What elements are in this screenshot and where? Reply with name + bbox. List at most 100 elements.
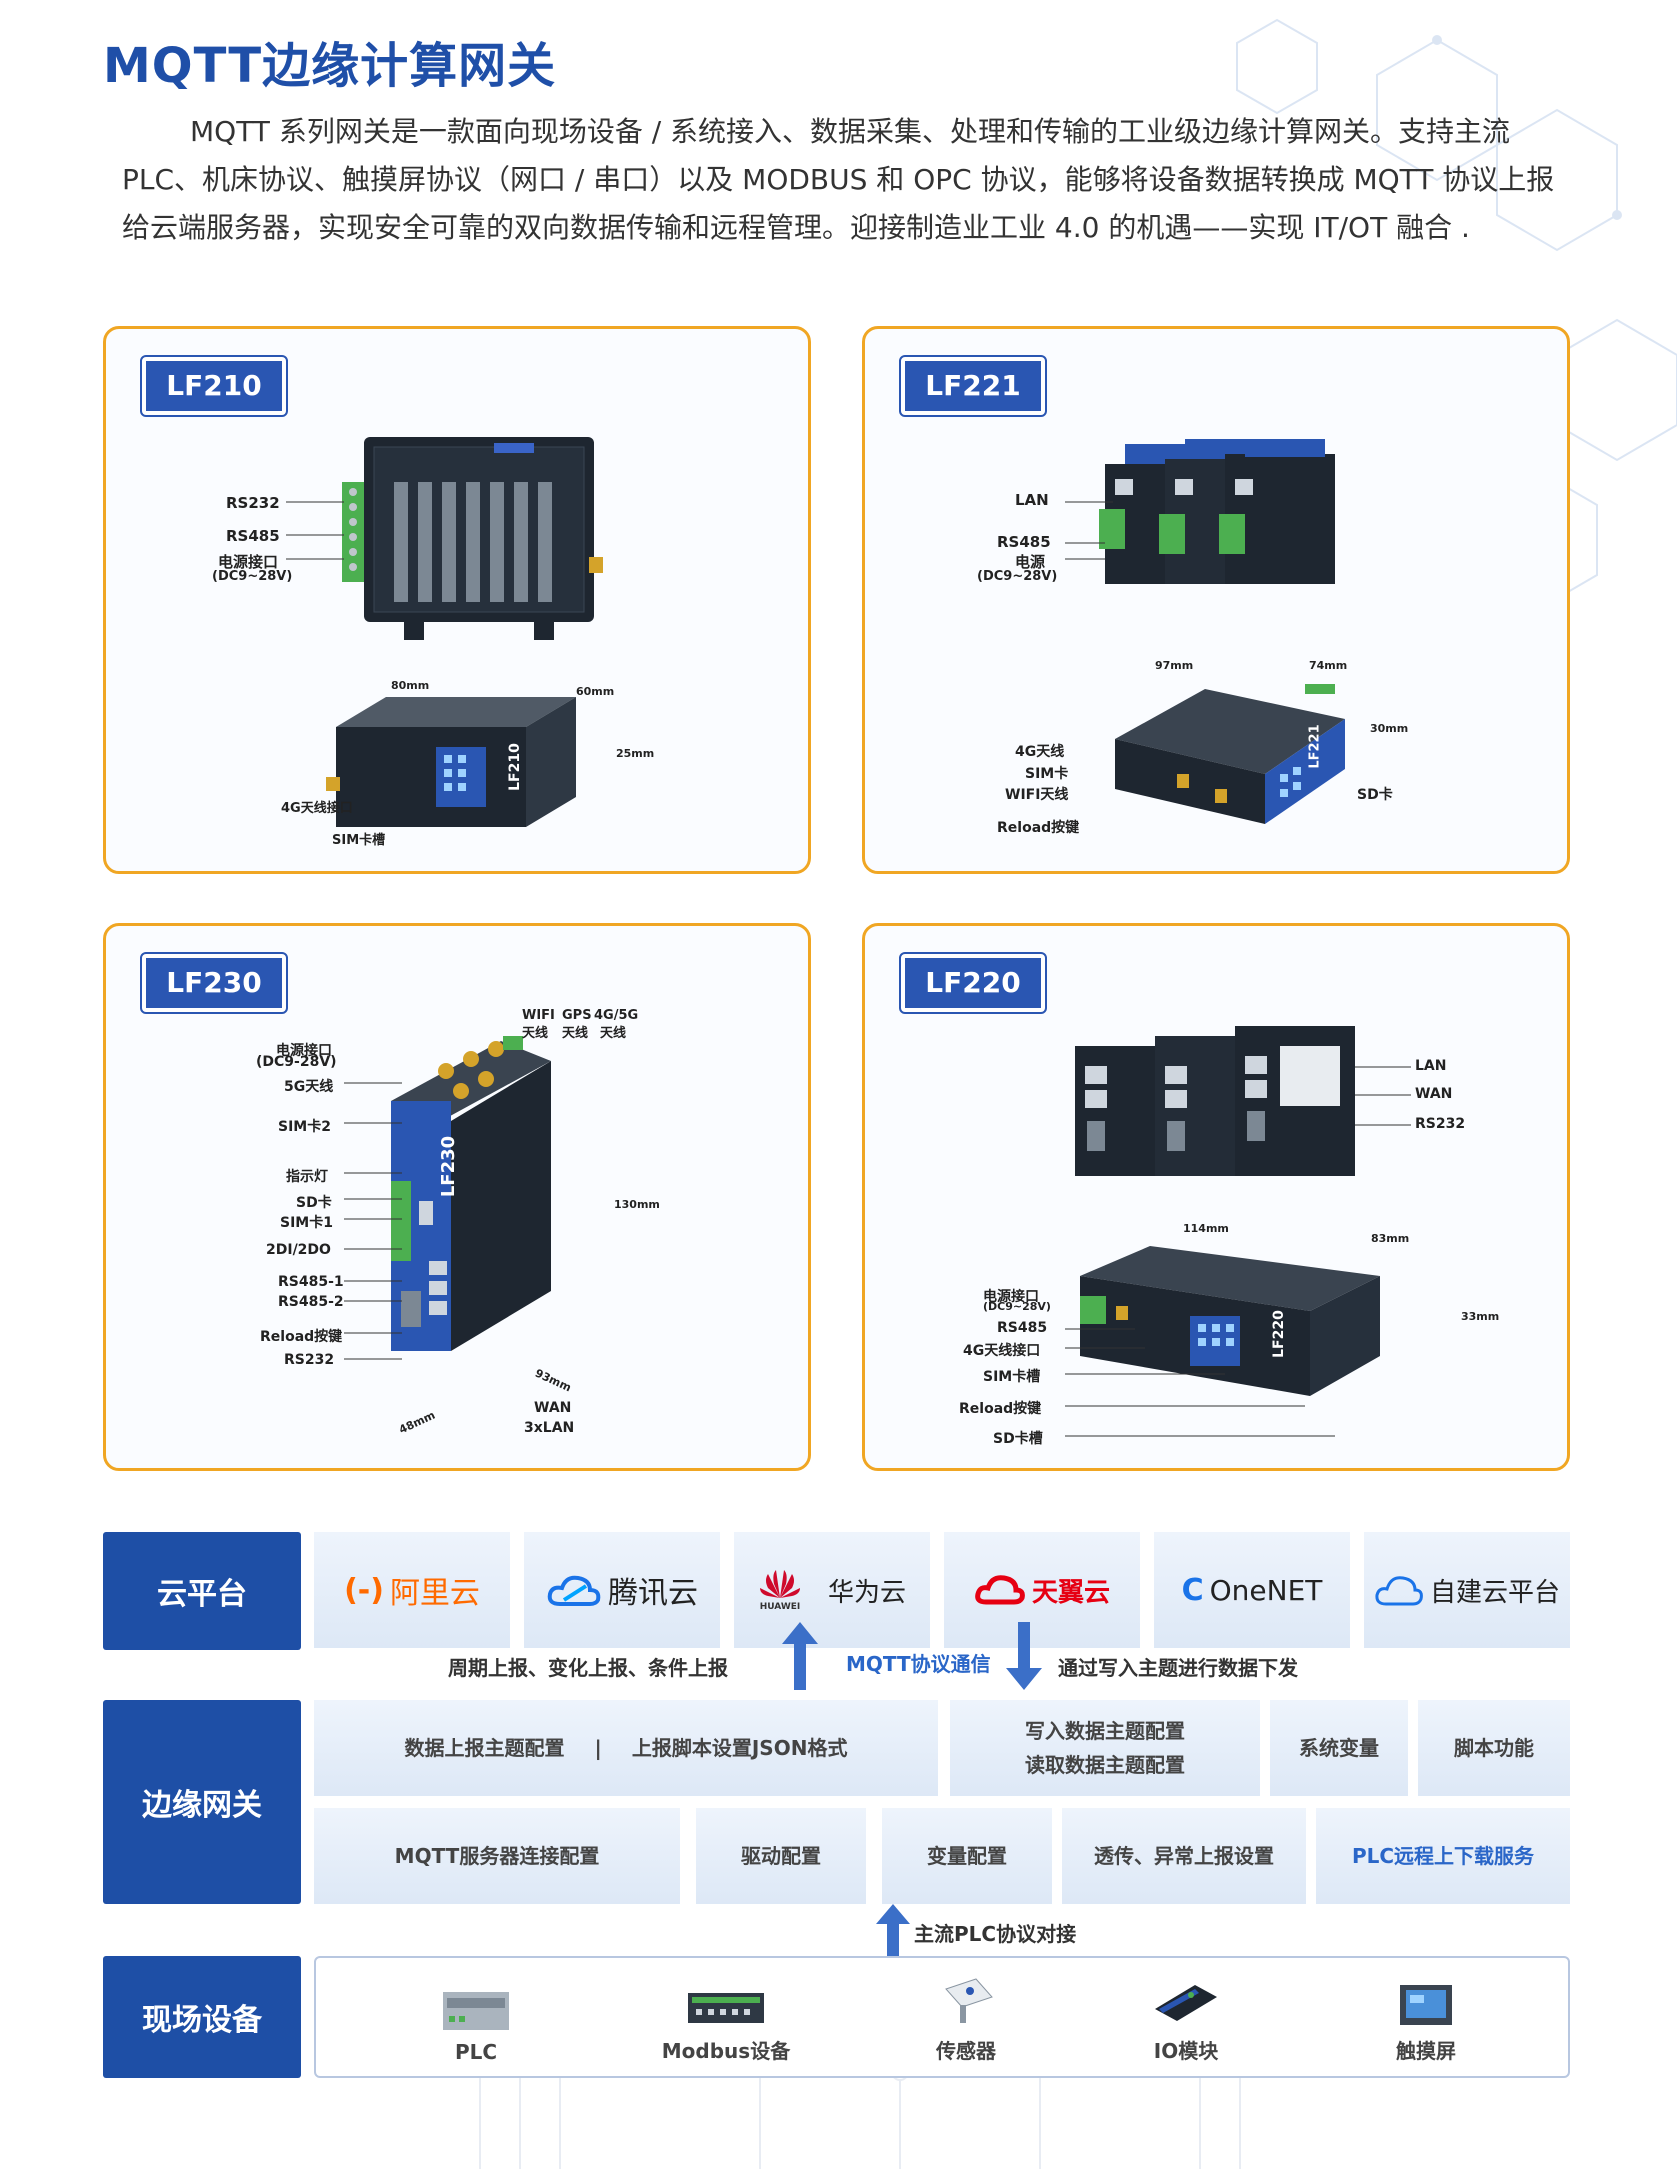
field-io-module: IO模块 [1116,1958,1256,2076]
field-label: IO模块 [1153,2039,1219,2063]
system-variable: 系统变量 [1270,1700,1408,1796]
cloud-name: 自建云平台 [1429,1577,1560,1608]
cloud-name: 天翼云 [1031,1577,1110,1608]
model-tag: LF220 [899,952,1047,1014]
label-power-range: (DC9~28V) [977,569,1058,584]
lf210-iso-image [326,697,576,827]
label-4g5g: 4G/5G [594,1008,639,1023]
cloud-icon [1375,1576,1423,1606]
cloud-aliyun: (-) 阿里云 [314,1532,510,1648]
card-lf230: LF230 LF230 WIFI 天线 GPS 天线 4G/5G 天线 电源接口… [103,923,811,1471]
dim-width: 48mm [397,1408,438,1437]
page-title: MQTT边缘计算网关 [103,38,557,94]
lf220-leader-lines-right [1355,1066,1411,1126]
plc-remote-service: PLC远程上下载服务 [1316,1808,1570,1904]
label-gps-2: 天线 [562,1026,589,1041]
report-topic-label: 数据上报主题配置 [404,1736,565,1760]
label-wifi: WIFI [522,1008,555,1023]
flow-mqtt-text: MQTT协议通信 [846,1652,991,1676]
field-label: PLC [454,2040,498,2064]
label-lan: LAN [1015,491,1049,509]
cloud-name: 华为云 [827,1577,906,1608]
label-wifi-2: 天线 [522,1026,549,1041]
cloud-name: 阿里云 [389,1576,480,1611]
plc-protocol-text: 主流PLC协议对接 [914,1922,1077,1946]
device-print-lf230: LF230 [438,1135,460,1198]
script-function: 脚本功能 [1418,1700,1570,1796]
cloud-tianyi: 天翼云 [944,1532,1140,1648]
variable-config: 变量配置 [882,1808,1052,1904]
card-lf220: LF220 LAN WAN RS232 LF220 114mm 83mm 33m… [862,923,1570,1471]
label-power-range: (DC9~28V) [212,569,293,584]
label-gps: GPS [562,1008,592,1023]
card-lf221: LF221 LAN RS485 电源 (DC9~28V) LF221 97mm … [862,326,1570,874]
edge-gateway-head: 边缘网关 [103,1700,301,1904]
intro-paragraph: MQTT 系列网关是一款面向现场设备 / 系统接入、数据采集、处理和传输的工业级… [122,115,1555,244]
label-sim: SIM卡 [1025,766,1069,782]
label-wan: WAN [1415,1086,1453,1102]
label-lan: LAN [1415,1058,1447,1074]
label-rs485: RS485 [226,527,280,545]
lf230-leader-lines [344,1082,402,1360]
lf220-front-image [1075,1026,1355,1176]
field-label: Modbus设备 [661,2039,791,2063]
cloud-onenet: C OneNET [1154,1532,1350,1648]
label-reload: Reload按键 [260,1329,343,1345]
label-reload: Reload按键 [959,1401,1042,1417]
label-sim-slot: SIM卡槽 [983,1369,1041,1385]
label-power: 电源接口 [276,1043,332,1059]
label-rs485-1: RS485-1 [278,1274,344,1290]
dim-height: 30mm [1370,722,1409,735]
label-power: 电源接口 [983,1289,1039,1305]
report-topic-config: 数据上报主题配置 | 上报脚本设置JSON格式 [314,1700,938,1796]
label-4g-antenna: 4G天线 [1015,744,1065,760]
field-devices-panel: PLC Modbus设备 传感器 IO模块 触摸屏 [314,1956,1570,2078]
plc-icon [443,1992,509,2030]
label-sim-slot: SIM卡槽 [332,833,386,848]
label-sim2: SIM卡2 [278,1119,331,1135]
label-lan: 3xLAN [524,1420,575,1436]
separator: | [594,1736,602,1760]
field-label: 传感器 [936,2039,996,2063]
lf221-front-image [1099,439,1335,584]
label-power: 电源接口 [218,553,279,571]
aliyun-icon: (-) [344,1572,384,1608]
field-touchscreen: 触摸屏 [1356,1958,1496,2076]
model-tag: LF221 [899,355,1047,417]
lf221-leader-lines [1065,501,1113,560]
label-rs485: RS485 [997,533,1051,551]
arrow-down-icon [1006,1622,1042,1690]
label-rs232: RS232 [284,1352,335,1368]
cloud-self-built: 自建云平台 [1364,1532,1570,1648]
label-5g-antenna: 5G天线 [284,1079,334,1095]
dim-width: 80mm [391,679,430,692]
model-tag: LF210 [140,355,288,417]
card-lf210: LF210 RS232 RS485 电源接口 (DC9~28V) LF210 8… [103,326,811,874]
label-power-range: (DC9~28V) [983,1300,1051,1313]
lf221-iso-image [1115,684,1345,824]
label-power: 电源 [1015,553,1046,571]
field-devices-head: 现场设备 [103,1956,301,2078]
tianyi-cloud-icon [975,1575,1025,1605]
write-topic-label: 写入数据主题配置 [1025,1719,1185,1743]
flow-download-text: 通过写入主题进行数据下发 [1058,1656,1298,1680]
driver-config: 驱动配置 [696,1808,866,1904]
onenet-icon: C [1181,1572,1204,1608]
cloud-tencent: 腾讯云 [524,1532,720,1648]
label-reload: Reload按键 [997,820,1080,836]
field-sensor: 传感器 [896,1958,1036,2076]
json-script-label: 上报脚本设置JSON格式 [631,1736,848,1760]
dim-width: 97mm [1155,659,1194,672]
cloud-name: 腾讯云 [608,1576,698,1611]
lf230-image [391,1036,551,1351]
dim-height: 130mm [614,1198,660,1211]
device-print-lf210: LF210 [506,743,523,791]
read-write-topic-config: 写入数据主题配置 读取数据主题配置 [950,1700,1260,1796]
lf220-iso-image [1080,1246,1380,1396]
label-rs232: RS232 [226,494,280,512]
label-sd: SD卡 [296,1195,332,1211]
touchscreen-icon [1400,1985,1452,2025]
sensor-icon [945,1978,993,2023]
lf210-front-image [342,437,603,640]
read-topic-label: 读取数据主题配置 [1025,1753,1185,1777]
